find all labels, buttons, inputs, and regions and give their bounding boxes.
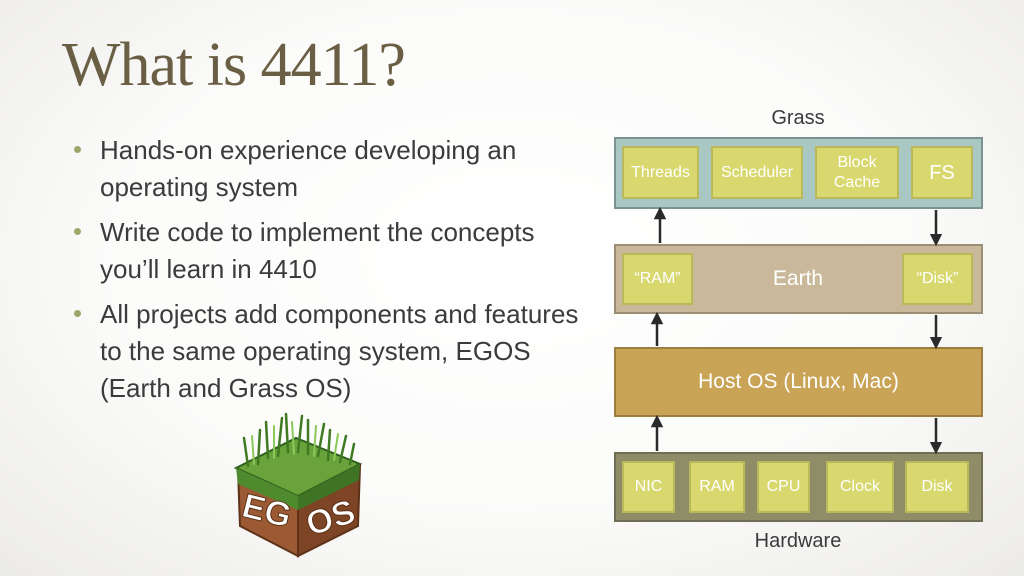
bullet-text: Hands-on experience developing an operat… <box>100 135 517 202</box>
earth-disk-component: “Disk” <box>902 253 973 305</box>
host-os-label: Host OS (Linux, Mac) <box>698 370 899 393</box>
host-os-layer <box>614 347 983 417</box>
bullet-dot <box>74 228 81 235</box>
cpu-component: CPU <box>757 461 810 513</box>
clock-component: Clock <box>826 461 894 513</box>
hw-disk-component: Disk <box>905 461 969 513</box>
bullet-list: Hands-on experience developing an operat… <box>72 132 582 415</box>
bullet-text: All projects add components and features… <box>100 299 579 403</box>
scheduler-component: Scheduler <box>711 146 803 199</box>
bullet-text: Write code to implement the concepts you… <box>100 217 535 284</box>
egos-logo: EG OS <box>233 412 363 558</box>
bullet-item: Hands-on experience developing an operat… <box>72 132 582 206</box>
bullet-dot <box>74 146 81 153</box>
block-cache-component: Block Cache <box>815 146 899 199</box>
hardware-label: Hardware <box>754 530 842 552</box>
threads-component: Threads <box>622 146 699 199</box>
grass-label: Grass <box>771 107 825 129</box>
nic-component: NIC <box>622 461 675 513</box>
bullet-item: Write code to implement the concepts you… <box>72 214 582 288</box>
bullet-dot <box>74 310 81 317</box>
bullet-item: All projects add components and features… <box>72 296 582 407</box>
slide-title: What is 4411? <box>62 31 406 99</box>
hw-ram-component: RAM <box>689 461 745 513</box>
earth-ram-component: “RAM” <box>622 253 693 305</box>
fs-component: FS <box>911 146 973 199</box>
earth-label: Earth <box>772 267 824 290</box>
